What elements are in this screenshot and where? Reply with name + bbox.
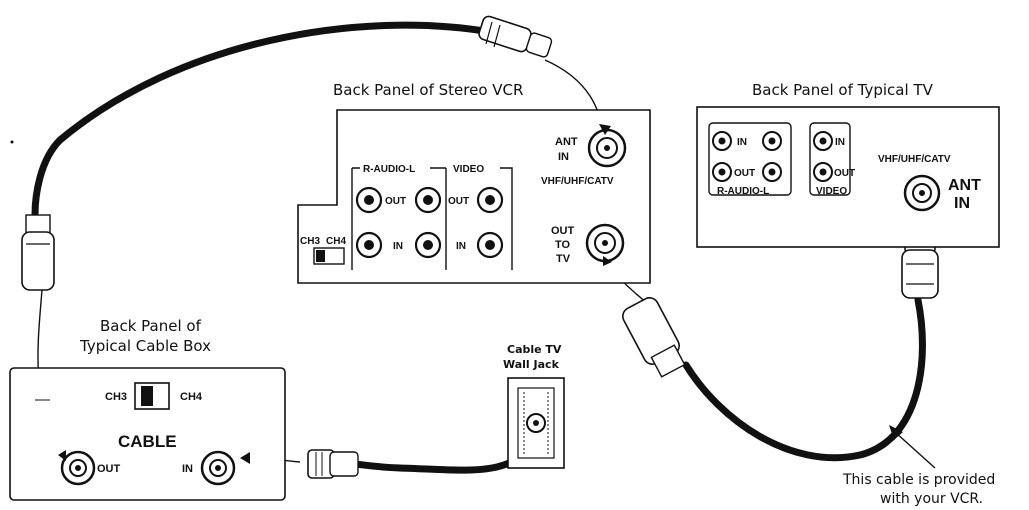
cable-vcr-to-tv xyxy=(602,224,939,462)
vcr-ant-in-label-2: IN xyxy=(558,151,569,163)
vcr-out-label-2: OUT xyxy=(448,196,469,207)
vcr-audio-l-in-jack[interactable] xyxy=(414,231,442,259)
vcr-audio-header: R-AUDIO-L xyxy=(363,164,415,175)
cable-box-out-label: OUT xyxy=(97,463,121,475)
vcr-vhf-label: VHF/UHF/CATV xyxy=(541,176,614,187)
vcr-video-out-jack[interactable] xyxy=(476,186,504,214)
tv-video-in-jack[interactable] xyxy=(813,131,833,151)
vcr-audio-r-in-jack[interactable] xyxy=(355,231,383,259)
cable-box-cable-label: CABLE xyxy=(118,432,177,451)
vcr-video-header: VIDEO xyxy=(453,164,484,175)
wall-jack-title-1: Cable TV xyxy=(507,343,562,356)
tv-in-label-2: IN xyxy=(835,137,845,148)
vcr-out-to-tv-2: TO xyxy=(555,239,571,251)
tv-audio-l-in-jack[interactable] xyxy=(762,131,782,151)
vcr-video-in-jack[interactable] xyxy=(476,231,504,259)
note-line-2: with your VCR. xyxy=(880,491,983,507)
tv-out-label-1: OUT xyxy=(734,168,755,179)
vcr-title: Back Panel of Stereo VCR xyxy=(333,81,523,99)
tv-title: Back Panel of Typical TV xyxy=(752,81,934,99)
vcr-in-label-2: IN xyxy=(456,241,466,252)
tv-audio-label: R-AUDIO-L xyxy=(717,186,769,197)
cable-box-title-1: Back Panel of xyxy=(100,317,202,335)
cable-wall-to-cablebox xyxy=(249,426,544,479)
tv-video-out-jack[interactable] xyxy=(813,162,833,182)
tv-vhf-label: VHF/UHF/CATV xyxy=(878,154,951,165)
vcr-ant-in-jack[interactable] xyxy=(587,128,627,168)
tv-audio-l-out-jack[interactable] xyxy=(762,162,782,182)
arrow-to-vcr-ant-in xyxy=(599,124,611,135)
cable-box-in-label: IN xyxy=(182,463,193,475)
cable-box-ch-switch[interactable] xyxy=(134,382,170,410)
wall-jack-socket[interactable] xyxy=(526,413,546,433)
cable-note: This cable is provided with your VCR. xyxy=(842,425,995,507)
wall-jack-title-2: Wall Jack xyxy=(503,358,560,371)
tv-video-block xyxy=(809,122,851,196)
vcr-ch3-label: CH3 xyxy=(300,236,320,247)
note-line-1: This cable is provided xyxy=(842,472,995,488)
arrow-from-vcr-out xyxy=(603,256,612,266)
tv-audio-r-out-jack[interactable] xyxy=(712,162,732,182)
coax-connector-left xyxy=(21,214,55,291)
tv-audio-r-in-jack[interactable] xyxy=(712,131,732,151)
speck xyxy=(10,140,14,144)
arrow-to-cablebox-in xyxy=(240,452,250,464)
vcr-out-to-tv-1: OUT xyxy=(551,225,575,237)
cable-vcr-to-cablebox xyxy=(21,15,606,456)
tv-in-label-1: IN xyxy=(737,137,747,148)
vcr-out-label-1: OUT xyxy=(385,196,406,207)
cable-box-panel: Back Panel of Typical Cable Box CH3 CH4 … xyxy=(9,317,286,501)
cable-box-ch3-label: CH3 xyxy=(105,391,127,403)
vcr-audio-r-out-jack[interactable] xyxy=(355,186,383,214)
tv-video-label: VIDEO xyxy=(816,186,847,197)
wall-jack: Cable TV Wall Jack xyxy=(503,343,565,469)
arrow-to-cablebox-out xyxy=(58,450,66,461)
vcr-out-to-tv-jack[interactable] xyxy=(585,223,625,263)
coax-connector-cablebox-in xyxy=(307,449,359,479)
tv-in-label: IN xyxy=(954,195,970,212)
vcr-out-to-tv-3: TV xyxy=(556,253,571,265)
vcr-ch4-label: CH4 xyxy=(326,236,346,247)
vcr-ch-switch[interactable] xyxy=(313,247,345,265)
cable-box-out-jack[interactable] xyxy=(60,450,96,486)
vcr-audio-l-out-jack[interactable] xyxy=(414,186,442,214)
tv-out-label-2: OUT xyxy=(834,168,855,179)
vcr-panel: Back Panel of Stereo VCR ANT IN VHF/UHF/… xyxy=(297,81,651,284)
tv-ant-label: ANT xyxy=(948,177,981,194)
vcr-ant-in-label-1: ANT xyxy=(555,136,578,148)
vcr-in-label-1: IN xyxy=(393,241,403,252)
cable-box-ch4-label: CH4 xyxy=(180,391,203,403)
coax-connector-top xyxy=(478,15,553,58)
tv-ant-in-jack[interactable] xyxy=(903,174,941,212)
tv-panel: Back Panel of Typical TV IN OUT R-AUDIO-… xyxy=(696,81,1000,248)
cable-box-title-2: Typical Cable Box xyxy=(79,337,211,355)
coax-connector-vcr-out xyxy=(622,297,686,378)
cable-box-in-jack[interactable] xyxy=(200,450,236,486)
